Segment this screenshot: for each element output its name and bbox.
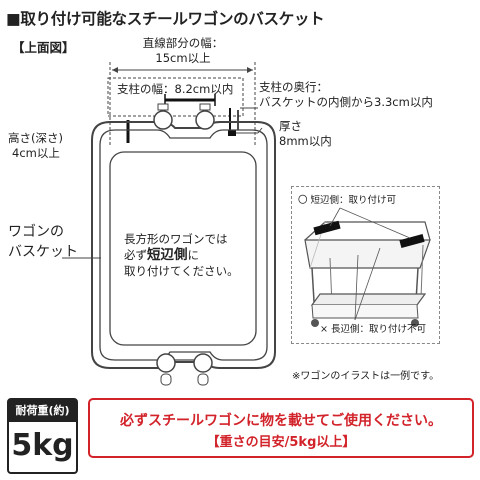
load-capacity-value: 5kg [11,428,74,463]
short-side-ok-label: 〇 短辺側：取り付け可 [298,195,397,206]
short-side-mark-right [399,234,425,248]
weight-guideline: 【重さの目安/5kg以上】 [206,435,356,450]
height-label: 高さ(深さ) 4cm以上 [8,131,63,160]
short-side-emphasis: 短辺側 [147,247,188,263]
basket-floor [109,151,257,346]
illustration-box [291,186,440,344]
load-capacity-box: 耐荷重(約) 5kg [7,398,78,474]
post-top-right [195,110,215,130]
warning-text: 必ずスチールワゴンに物を載せてご使用ください。 [120,413,442,429]
post-top-left [153,110,173,130]
straight-width-label: 直線部分の幅： 15cm以上 [142,36,224,65]
thickness-label: 厚さ 8mm以内 [279,119,332,148]
view-label: 【上面図】 [12,40,75,55]
post-width-label: 支柱の幅：8.2cm以内 [117,82,234,96]
thickness-mark [228,130,236,136]
wagon-illustration [304,207,431,327]
post-depth-label: 支柱の奥行： バスケットの内側から3.3cm以内 [259,80,433,109]
basket-label: ワゴンの バスケット [8,224,78,260]
post-bottom-right [193,353,213,373]
warning-box: 必ずスチールワゴンに物を載せてご使用ください。 【重さの目安/5kg以上】 [88,398,474,458]
short-side-mark-left [313,220,341,236]
basket-diagram [62,62,431,386]
long-side-ng-label: × 長辺側：取り付け不可 [320,324,426,335]
arrow-head-left [112,67,118,73]
installation-instruction: 長方形のワゴンでは 必ず短辺側に 取り付けてください。 [124,232,239,278]
page-title: ■取り付け可能なスチールワゴンのバスケット [6,10,325,28]
illustration-note: ※ワゴンのイラストは一例です。 [292,371,440,382]
post-bottom-left [156,353,176,373]
post-width-box [107,77,244,117]
arrow-head-right [247,67,253,73]
basket-inner-frame [99,129,268,361]
load-capacity-label: 耐荷重(約) [9,400,76,422]
